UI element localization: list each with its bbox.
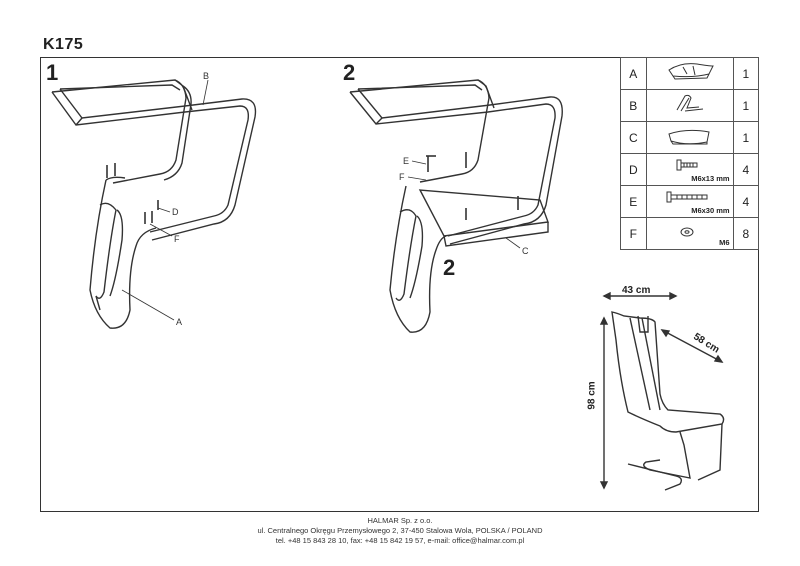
seat-board-icon [645,121,734,154]
step-1-number: 1 [46,60,59,85]
step2-seat-shell [389,185,447,333]
instruction-frame [40,57,759,512]
step2-seat-board [418,189,549,247]
part-letter: D [620,153,647,186]
frame-bracket-icon [645,89,734,122]
parts-row: B 1 [620,89,760,122]
step1-bolts [106,163,159,224]
parts-table: A 1 B 1 C 1 D M6x13 mm [620,57,760,250]
footer-contact: tel. +48 15 843 28 10, fax: +48 15 842 1… [275,536,525,545]
parts-row: C 1 [620,121,760,154]
part-qty: 8 [732,217,760,250]
bolt-short-icon: M6x13 mm [645,153,734,186]
step2-leaders [407,160,521,249]
parts-row: E M6x30 mm 4 [620,185,760,218]
model-title: K175 [43,36,84,53]
part-qty: 4 [732,153,760,186]
part-letter: A [620,57,647,90]
part-qty: 1 [732,89,760,122]
width-dimension: 43 cm [622,285,651,296]
part-size: M6x30 mm [691,206,730,215]
part-letter: B [620,89,647,122]
step1-leaders [121,79,209,321]
step1-seat-shell [89,176,157,329]
part-letter: C [620,121,647,154]
chair-dimension-drawing [599,291,725,491]
footer-company: HALMAR Sp. z o.o. [367,516,433,525]
callout-c: C [522,246,529,256]
callout-d: D [172,207,179,217]
part-letter: F [620,217,647,250]
seat-cushion-icon [645,57,734,90]
callout-a: A [176,317,183,327]
callout-f: F [174,234,180,244]
part-qty: 4 [732,185,760,218]
part-qty: 1 [732,57,760,90]
step1-frame [51,79,257,241]
parts-row: A 1 [620,57,760,90]
height-dimension: 98 cm [586,381,598,410]
parts-row: F M6 8 [620,217,760,250]
step2-frame [349,79,563,245]
step-2-number: 2 [343,60,356,85]
bolt-long-icon: M6x30 mm [645,185,734,218]
part-size: M6 [719,238,730,247]
parts-row: D M6x13 mm 4 [620,153,760,186]
step2-bolts [426,152,519,220]
part-letter: E [620,185,647,218]
part-size: M6x13 mm [691,174,730,183]
step-2-sub-number: 2 [443,255,456,280]
part-qty: 1 [732,121,760,154]
footer-address: ul. Centralnego Okręgu Przemysłowego 2, … [257,526,543,535]
callout-e: E [403,156,410,166]
callout-b: B [203,71,210,81]
callout-f-2: F [399,172,405,182]
washer-icon: M6 [645,217,734,250]
